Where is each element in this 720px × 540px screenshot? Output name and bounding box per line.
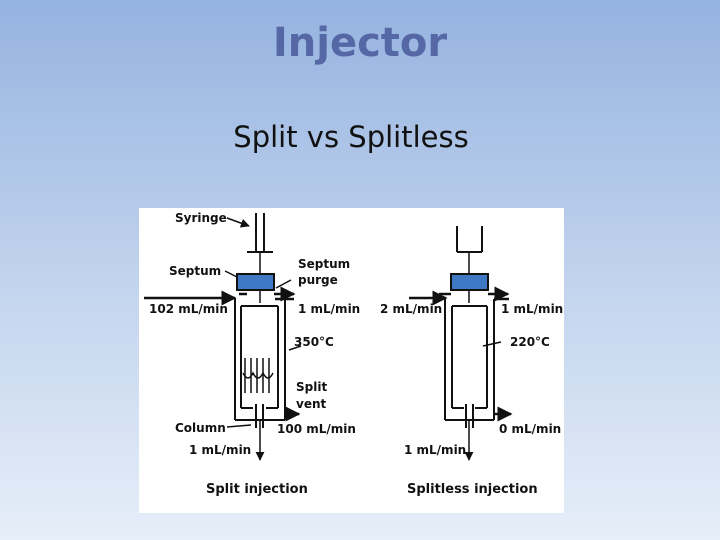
splitless-column-flow-label: 1 mL/min xyxy=(404,443,466,457)
split-column-flow-label: 1 mL/min xyxy=(189,443,251,457)
splitless-purge-flow-label: 1 mL/min xyxy=(501,302,563,316)
splitless-temperature-label: 220°C xyxy=(510,335,550,349)
split-carrier-flow-label: 102 mL/min xyxy=(149,302,228,316)
split-septum-label: Septum xyxy=(169,264,221,278)
injector-diagram-svg: Syringe Septum Septum purge 102 mL/min 1… xyxy=(144,211,563,497)
split-injector xyxy=(144,213,302,461)
slide-title: Injector xyxy=(272,20,448,66)
split-injection-caption: Split injection xyxy=(206,482,308,497)
splitless-vent-flow-label: 0 mL/min xyxy=(499,422,561,436)
split-septum xyxy=(236,273,275,291)
split-vent-label-2: vent xyxy=(296,397,327,411)
splitless-injector xyxy=(409,226,513,461)
split-septum-purge-label-1: Septum xyxy=(298,257,350,271)
split-vent-label-1: Split xyxy=(296,380,327,394)
split-vent-flow-label: 100 mL/min xyxy=(277,422,356,436)
slide-subtitle: Split vs Splitless xyxy=(233,120,469,154)
split-column-label: Column xyxy=(175,421,226,435)
splitless-septum xyxy=(450,273,489,291)
splitless-injection-caption: Splitless injection xyxy=(407,482,538,497)
split-temperature-label: 350°C xyxy=(294,335,334,349)
splitless-carrier-flow-label: 2 mL/min xyxy=(380,302,442,316)
injector-diagram: Syringe Septum Septum purge 102 mL/min 1… xyxy=(139,208,564,513)
split-syringe-label: Syringe xyxy=(175,211,227,225)
split-septum-purge-label-2: purge xyxy=(298,273,338,287)
split-purge-flow-label: 1 mL/min xyxy=(298,302,360,316)
